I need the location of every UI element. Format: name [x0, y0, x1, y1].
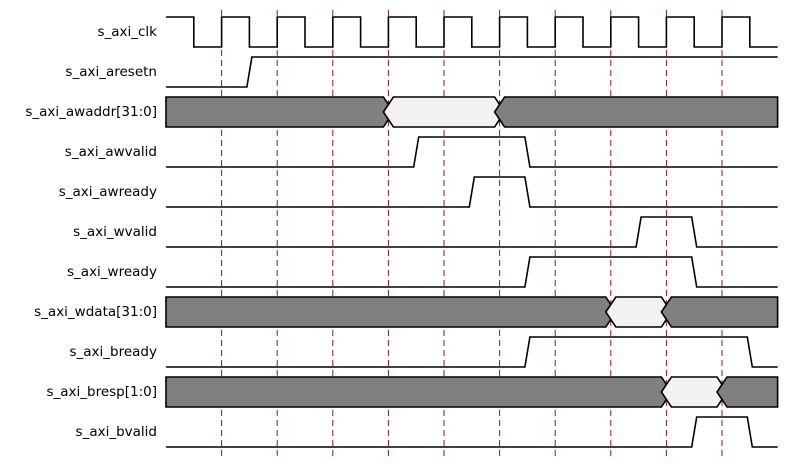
clock-waveform: [166, 16, 778, 48]
signal-label: s_axi_awaddr[31:0]: [25, 104, 157, 120]
signal-label: s_axi_wvalid: [73, 224, 157, 240]
signal-label: s_axi_awvalid: [64, 144, 157, 160]
signal-waveform: [166, 176, 778, 208]
bus-invalid-segment: [660, 296, 779, 328]
signal-label: s_axi_bresp[1:0]: [46, 384, 157, 400]
signal-waveform: [166, 256, 778, 288]
signal-waveform: [166, 56, 778, 88]
bus-invalid-segment: [716, 376, 779, 408]
bus-invalid-segment: [493, 96, 779, 128]
signal-label: s_axi_bready: [69, 344, 157, 360]
signal-label: s_axi_awready: [58, 184, 157, 200]
signal-waveform: [166, 416, 778, 448]
bus-invalid-segment: [165, 296, 617, 328]
bus-invalid-segment: [165, 96, 395, 128]
signal-label: s_axi_bvalid: [75, 424, 157, 440]
signal-label: s_axi_wready: [67, 264, 157, 280]
signal-label: s_axi_aresetn: [65, 64, 157, 80]
signal-label: s_axi_clk: [97, 24, 157, 40]
bus-valid-segment: [382, 96, 506, 128]
bus-invalid-segment: [165, 376, 673, 408]
signal-waveform: [166, 136, 778, 168]
signal-label: s_axi_wdata[31:0]: [34, 304, 157, 320]
signal-waveform: [166, 336, 778, 368]
signal-waveform: [166, 216, 778, 248]
